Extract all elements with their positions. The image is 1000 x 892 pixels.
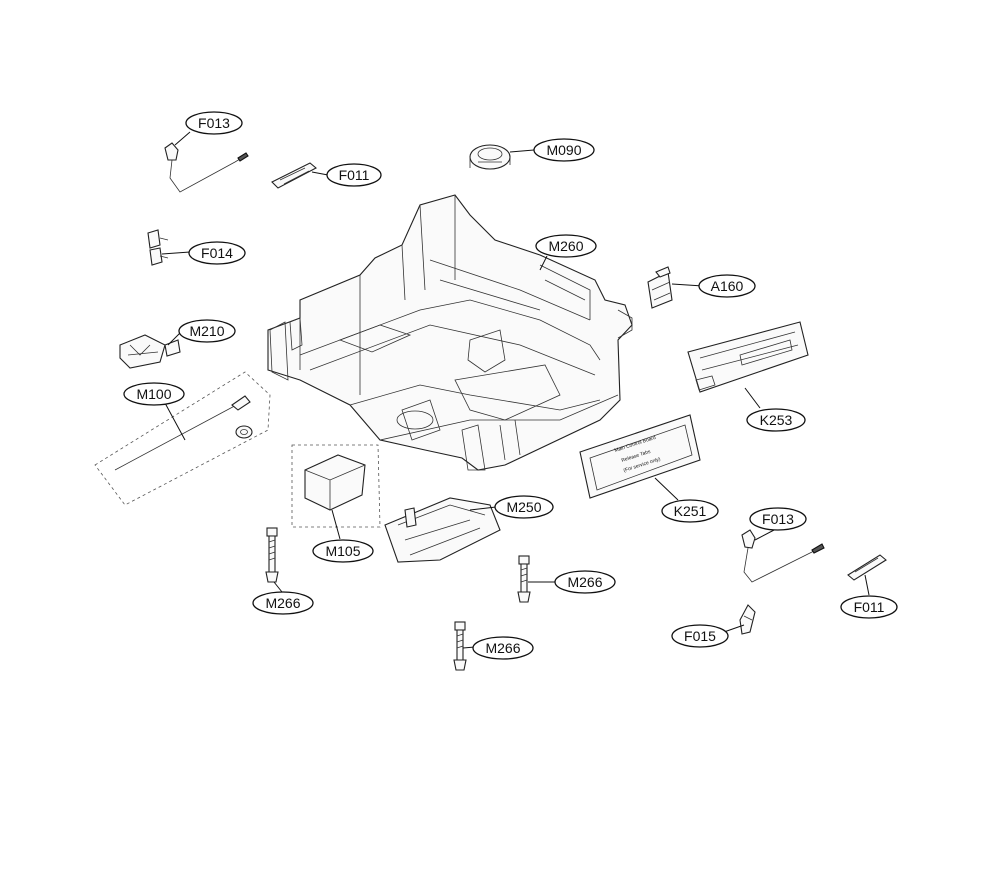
callout-k251: K251 — [661, 499, 719, 523]
m250-part — [384, 497, 501, 563]
a160-label: A160 — [711, 278, 744, 294]
m100-label: M100 — [136, 386, 171, 402]
callout-m090: M090 — [533, 138, 595, 162]
m105-label: M105 — [325, 543, 360, 559]
k251-part: Main Control Board Release Tabs (For ser… — [579, 414, 701, 499]
m266-left-part — [265, 527, 279, 583]
callout-k253: K253 — [746, 408, 806, 432]
f011-right-label: F011 — [854, 599, 885, 615]
m260-label: M260 — [548, 238, 583, 254]
callout-f011-right: F011 — [840, 595, 898, 619]
m090-label: M090 — [546, 142, 581, 158]
callout-a160: A160 — [698, 274, 756, 298]
m250-label: M250 — [506, 499, 541, 515]
callout-m105: M105 — [312, 539, 374, 563]
k253-label: K253 — [760, 412, 793, 428]
m266-middle-label: M266 — [567, 574, 602, 590]
base-frame — [267, 194, 633, 471]
f013-right-part — [741, 529, 825, 583]
callout-f015: F015 — [671, 624, 729, 648]
m266-middle-part — [517, 555, 531, 603]
m105-part — [291, 444, 381, 528]
callout-f013-left: F013 — [185, 111, 243, 135]
f011-left-label: F011 — [339, 167, 370, 183]
callout-f013-right: F013 — [749, 507, 807, 531]
f013-right-label: F013 — [762, 511, 794, 527]
callout-m100: M100 — [123, 382, 185, 406]
f015-part — [739, 604, 756, 635]
callout-m250: M250 — [494, 495, 554, 519]
f011-right-part — [847, 554, 887, 581]
callout-m266-left: M266 — [252, 591, 314, 615]
leader-lines — [161, 131, 870, 649]
f015-label: F015 — [684, 628, 716, 644]
m090-part — [469, 144, 511, 170]
m266-bottom-label: M266 — [485, 640, 520, 656]
m210-label: M210 — [189, 323, 224, 339]
m266-left-label: M266 — [265, 595, 300, 611]
m266-bottom-part — [453, 621, 467, 671]
callout-m210: M210 — [178, 319, 236, 343]
k253-part — [687, 321, 809, 393]
f014-label: F014 — [201, 245, 233, 261]
a160-part — [647, 266, 673, 309]
callout-m266-bottom: M266 — [472, 636, 534, 660]
f013-left-part — [164, 142, 249, 193]
callout-f014: F014 — [188, 241, 246, 265]
callout-m260: M260 — [535, 234, 597, 258]
k251-label: K251 — [674, 503, 707, 519]
f013-left-label: F013 — [198, 115, 230, 131]
f014-part — [147, 229, 169, 266]
callout-m266-middle: M266 — [554, 570, 616, 594]
m100-part — [94, 371, 271, 506]
f011-left-part — [271, 162, 317, 189]
m210-part — [119, 334, 181, 369]
callout-f011-left: F011 — [326, 163, 382, 187]
